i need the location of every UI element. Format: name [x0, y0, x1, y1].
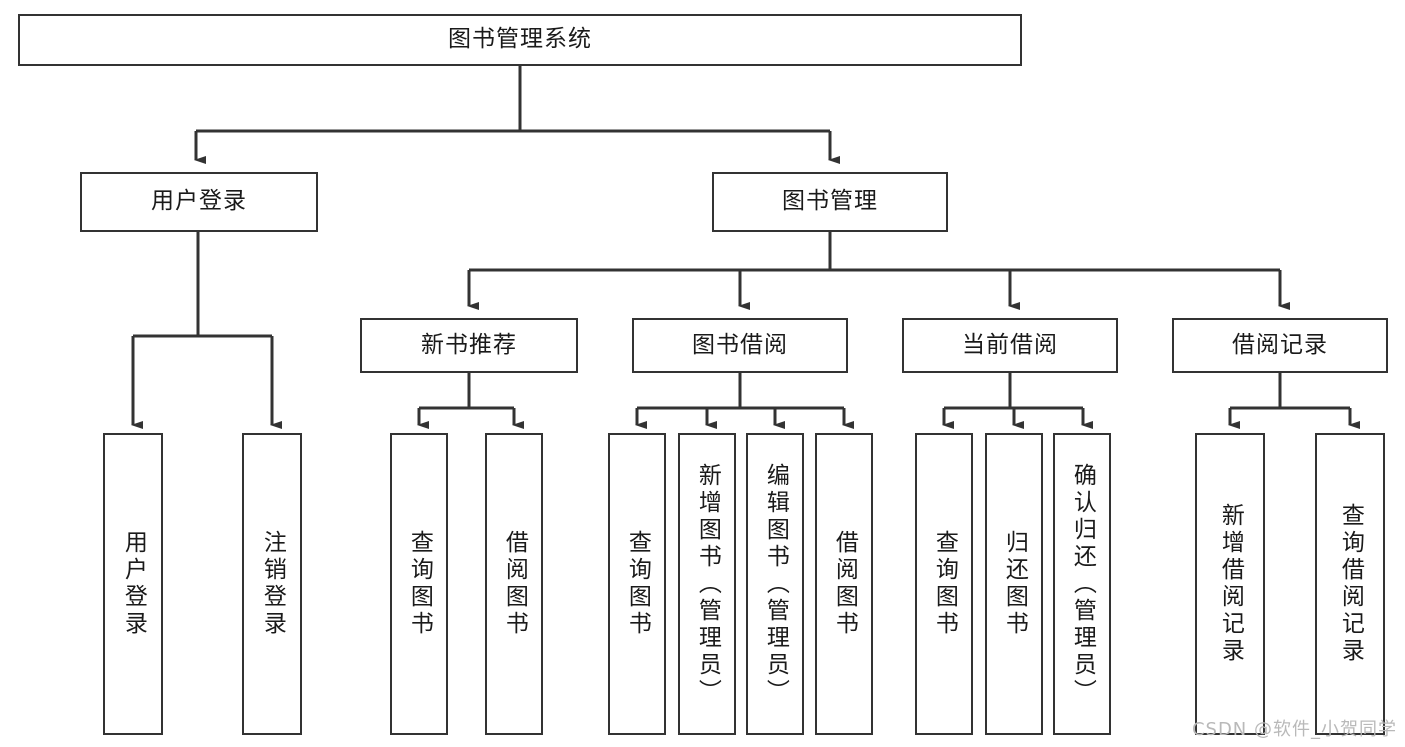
- node-label: 查询图书: [624, 530, 651, 638]
- node-label: 新增图书（管理员）: [694, 462, 721, 706]
- leaf-user-login[interactable]: 用户登录: [103, 433, 163, 735]
- leaf-cb-return-book[interactable]: 归还图书: [985, 433, 1043, 735]
- leaf-bb-query-book[interactable]: 查询图书: [608, 433, 666, 735]
- node-user-login[interactable]: 用户登录: [80, 172, 318, 232]
- node-current-borrow[interactable]: 当前借阅: [902, 318, 1118, 373]
- leaf-br-add-record[interactable]: 新增借阅记录: [1195, 433, 1265, 735]
- leaf-cb-query-book[interactable]: 查询图书: [915, 433, 973, 735]
- leaf-nb-borrow-book[interactable]: 借阅图书: [485, 433, 543, 735]
- leaf-logout[interactable]: 注销登录: [242, 433, 302, 735]
- watermark-text: CSDN @软件_小贺同学: [1191, 719, 1397, 740]
- node-label: 查询图书: [406, 530, 433, 638]
- node-label: 归还图书: [1001, 530, 1028, 638]
- node-label: 编辑图书（管理员）: [762, 462, 789, 706]
- node-book-management[interactable]: 图书管理: [712, 172, 948, 232]
- node-label: 确认归还（管理员）: [1069, 462, 1096, 706]
- node-borrow-record[interactable]: 借阅记录: [1172, 318, 1388, 373]
- leaf-nb-query-book[interactable]: 查询图书: [390, 433, 448, 735]
- leaf-bb-add-book-admin[interactable]: 新增图书（管理员）: [678, 433, 736, 735]
- node-label: 注销登录: [259, 530, 286, 638]
- node-root-book-management-system[interactable]: 图书管理系统: [18, 14, 1022, 66]
- node-label: 查询图书: [931, 530, 958, 638]
- node-label: 图书借阅: [692, 331, 788, 358]
- node-new-book-recommend[interactable]: 新书推荐: [360, 318, 578, 373]
- node-label: 用户登录: [120, 530, 147, 638]
- node-label: 借阅图书: [501, 530, 528, 638]
- node-label: 用户登录: [151, 188, 247, 215]
- leaf-br-query-record[interactable]: 查询借阅记录: [1315, 433, 1385, 735]
- node-label: 图书管理: [782, 188, 878, 215]
- node-label: 新增借阅记录: [1217, 503, 1244, 665]
- leaf-bb-borrow-book[interactable]: 借阅图书: [815, 433, 873, 735]
- leaf-cb-confirm-return-admin[interactable]: 确认归还（管理员）: [1053, 433, 1111, 735]
- node-label: 借阅记录: [1232, 331, 1328, 358]
- node-book-borrow[interactable]: 图书借阅: [632, 318, 848, 373]
- node-label: 借阅图书: [831, 530, 858, 638]
- node-label: 图书管理系统: [448, 26, 592, 53]
- node-label: 新书推荐: [421, 331, 517, 358]
- leaf-bb-edit-book-admin[interactable]: 编辑图书（管理员）: [746, 433, 804, 735]
- node-label: 查询借阅记录: [1337, 503, 1364, 665]
- node-label: 当前借阅: [962, 331, 1058, 358]
